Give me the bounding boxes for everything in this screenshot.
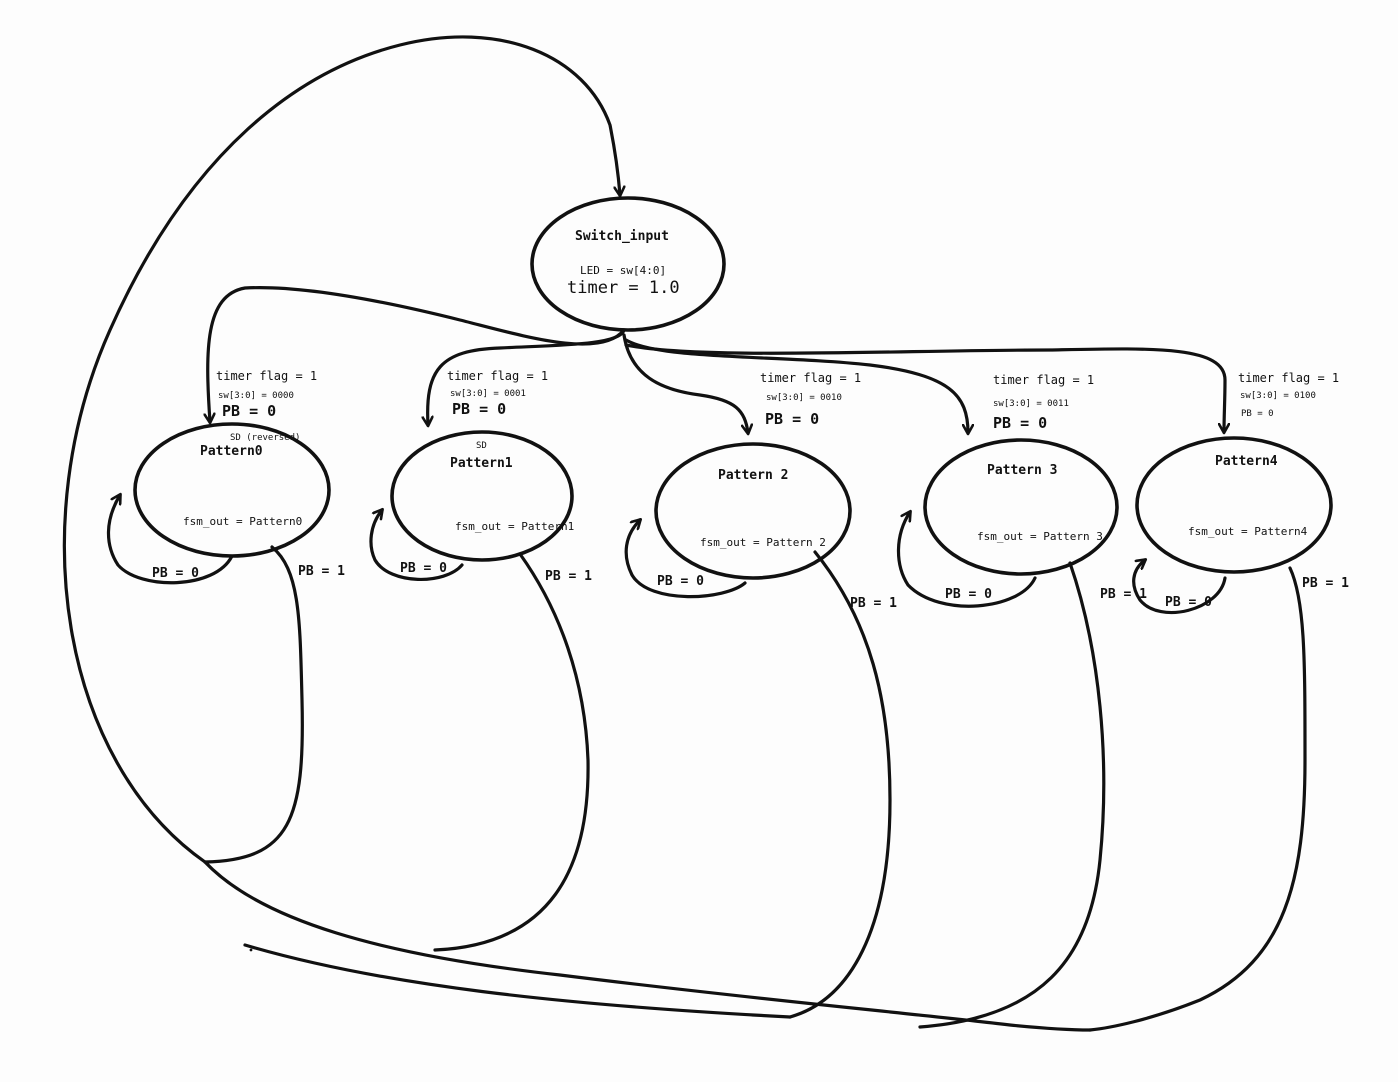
pattern3-cond-3: PB = 0 bbox=[993, 414, 1047, 432]
switch-input-title: Switch_input bbox=[575, 229, 669, 244]
pattern4-cond-3: PB = 0 bbox=[1241, 409, 1274, 419]
pattern0-top-label: SD (reversed) bbox=[230, 433, 300, 443]
pattern2-output: fsm_out = Pattern 2 bbox=[700, 536, 826, 549]
pattern1-output: fsm_out = Pattern1 bbox=[455, 520, 574, 533]
collector-edge bbox=[203, 860, 1092, 1032]
pattern4-exit-edge bbox=[1088, 566, 1307, 1032]
pattern2-exit-edge bbox=[788, 550, 892, 1019]
pattern4-cond-1: timer flag = 1 bbox=[1238, 371, 1339, 385]
pattern3-exit-edge bbox=[918, 561, 1106, 1029]
pattern1-top-label: SD bbox=[476, 441, 487, 451]
pattern2-cond-1: timer flag = 1 bbox=[760, 371, 861, 385]
pattern2-name: Pattern 2 bbox=[718, 468, 788, 483]
switch-input-state bbox=[530, 196, 726, 332]
switch-input-timer: timer = 1.0 bbox=[567, 278, 680, 298]
pattern0-cond-2: sw[3:0] = 0000 bbox=[218, 391, 294, 401]
collector-edge-lower bbox=[243, 943, 792, 1019]
pattern3-cond-1: timer flag = 1 bbox=[993, 373, 1094, 387]
pattern3-name: Pattern 3 bbox=[987, 463, 1057, 478]
pattern2-self-label: PB = 0 bbox=[657, 574, 704, 589]
pattern1-name: Pattern1 bbox=[450, 456, 513, 471]
pattern1-cond-2: sw[3:0] = 0001 bbox=[450, 389, 526, 399]
pattern4-self-loop bbox=[1132, 560, 1227, 615]
pattern1-exit-edge bbox=[433, 552, 590, 952]
pattern3-self-loop bbox=[896, 512, 1037, 608]
switch-input-led: LED = sw[4:0] bbox=[580, 264, 666, 277]
pattern1-self-loop bbox=[369, 510, 464, 582]
return-loop-edge bbox=[62, 35, 620, 864]
pattern0-output: fsm_out = Pattern0 bbox=[183, 515, 302, 528]
pattern2-cond-3: PB = 0 bbox=[765, 410, 819, 428]
pattern3-cond-2: sw[3:0] = 0011 bbox=[993, 399, 1069, 409]
pattern2-self-loop bbox=[624, 520, 747, 599]
pattern1-cond-1: timer flag = 1 bbox=[447, 369, 548, 383]
pen-dot bbox=[249, 948, 253, 952]
pattern4-cond-2: sw[3:0] = 0100 bbox=[1240, 391, 1316, 401]
pattern1-self-label: PB = 0 bbox=[400, 561, 447, 576]
pattern0-name: Pattern0 bbox=[200, 444, 263, 459]
edge-to-pattern4 bbox=[624, 343, 1225, 432]
pattern4-exit-label: PB = 1 bbox=[1302, 576, 1349, 591]
pattern4-state bbox=[1135, 436, 1333, 574]
pattern0-self-label: PB = 0 bbox=[152, 566, 199, 581]
pattern4-self-label: PB = 0 bbox=[1165, 595, 1212, 610]
edge-to-pattern0 bbox=[208, 286, 626, 422]
pattern3-state bbox=[923, 438, 1119, 576]
pattern2-cond-2: sw[3:0] = 0010 bbox=[766, 393, 842, 403]
pattern3-self-label: PB = 0 bbox=[945, 587, 992, 602]
pattern4-name: Pattern4 bbox=[1215, 454, 1278, 469]
pattern3-output: fsm_out = Pattern 3 bbox=[977, 530, 1103, 543]
pattern0-exit-edge bbox=[203, 545, 304, 864]
pattern1-cond-3: PB = 0 bbox=[452, 400, 506, 418]
edge-to-pattern1 bbox=[428, 328, 626, 425]
pattern0-cond-1: timer flag = 1 bbox=[216, 369, 317, 383]
edge-to-pattern2 bbox=[622, 333, 748, 433]
pattern4-output: fsm_out = Pattern4 bbox=[1188, 525, 1308, 538]
pattern0-cond-3: PB = 0 bbox=[222, 402, 276, 420]
pattern2-exit-label: PB = 1 bbox=[850, 596, 897, 611]
pattern2-state bbox=[654, 442, 852, 580]
pattern1-exit-label: PB = 1 bbox=[545, 569, 592, 584]
pattern0-exit-label: PB = 1 bbox=[298, 564, 345, 579]
pattern1-state bbox=[390, 430, 574, 562]
pattern0-self-loop bbox=[106, 495, 234, 585]
